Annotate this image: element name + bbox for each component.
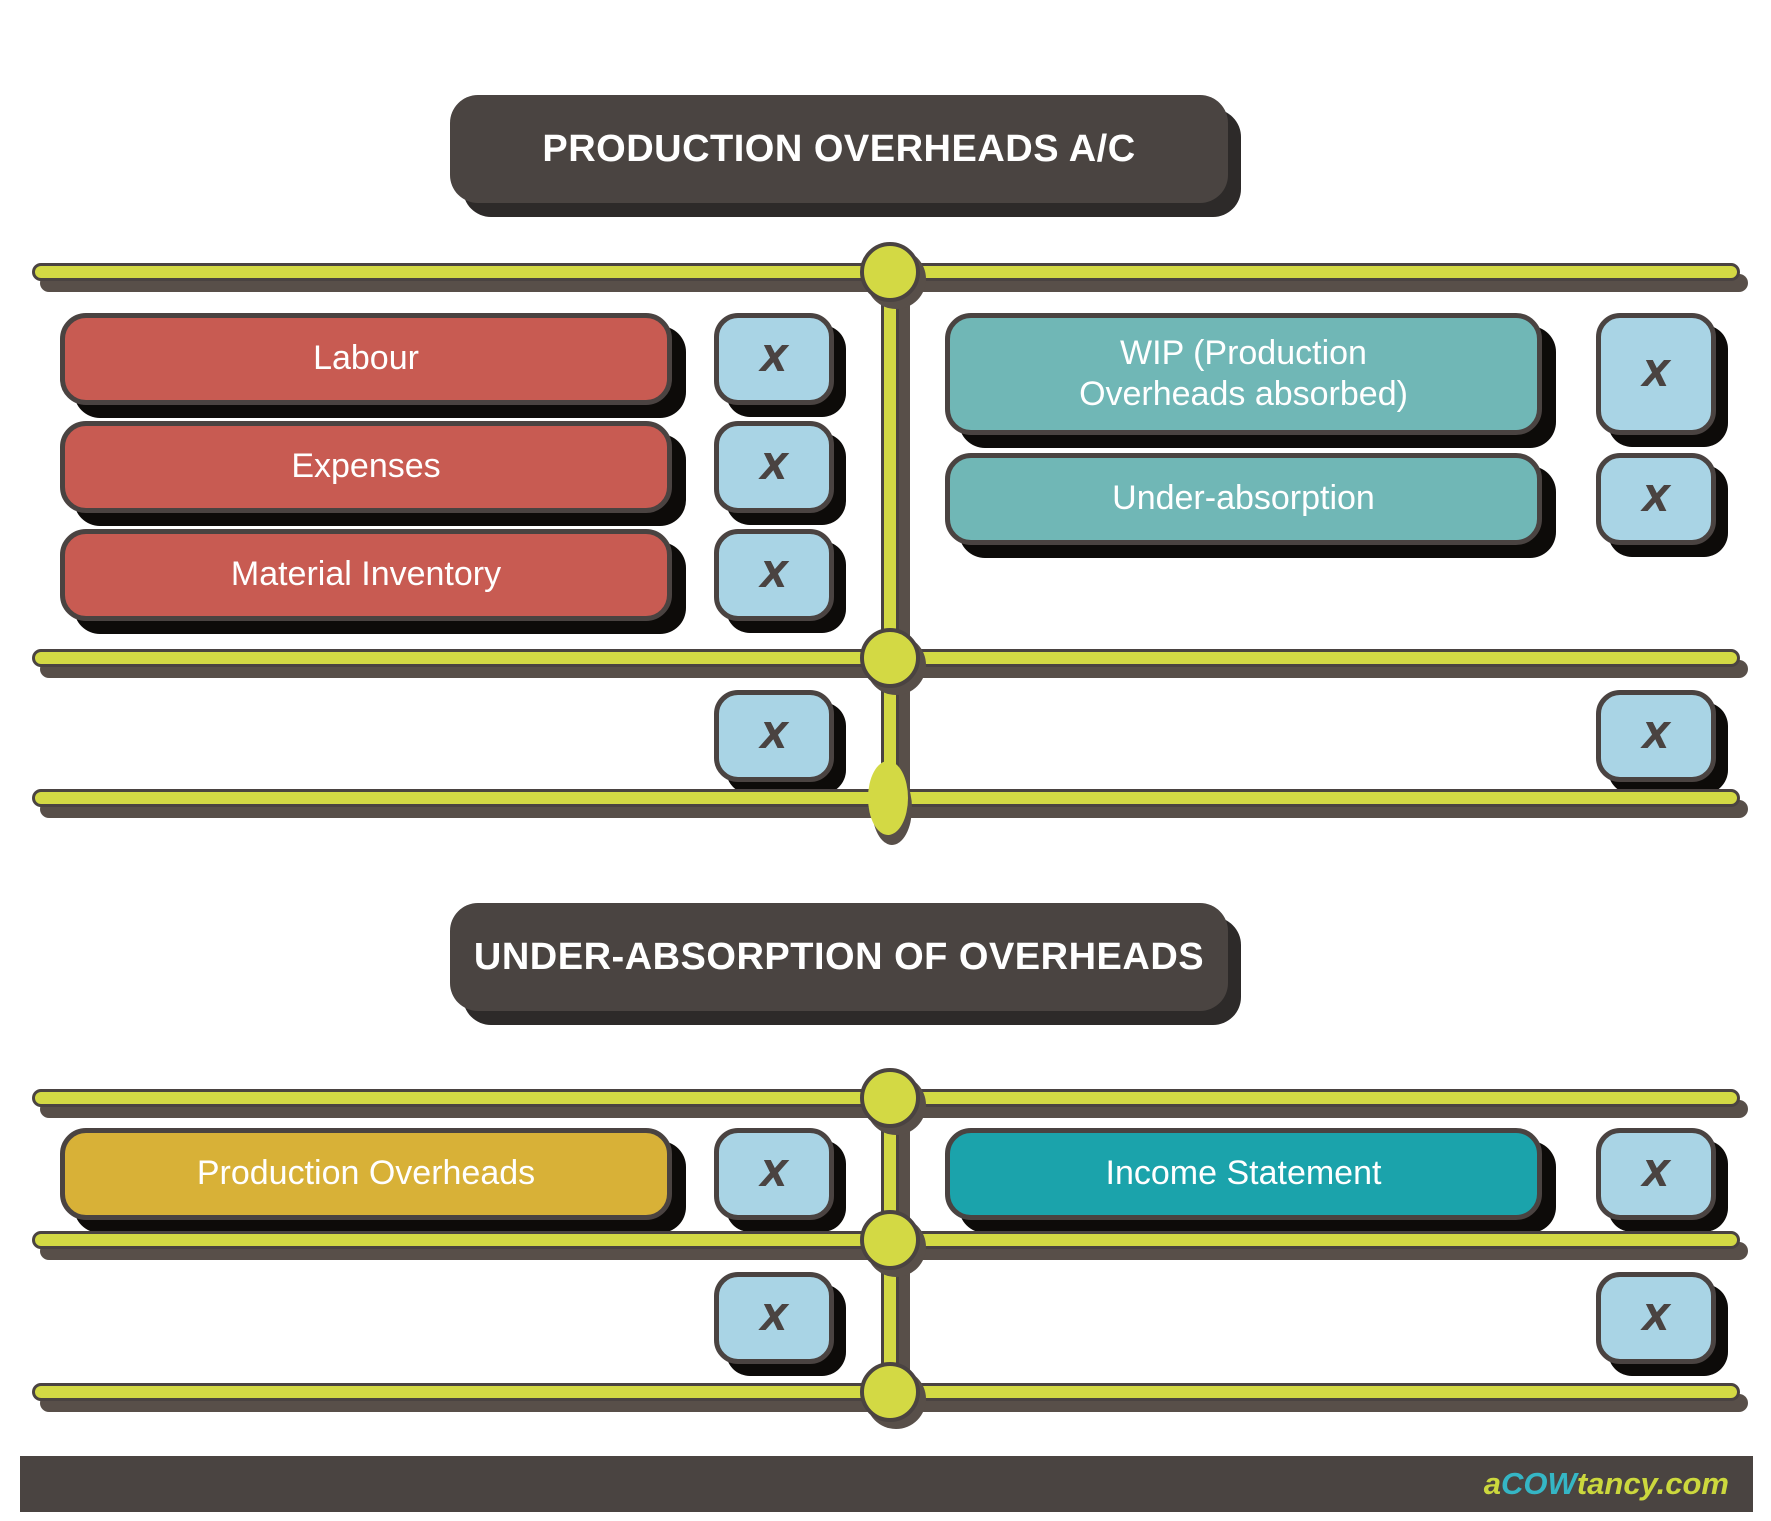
debit-entry-material-inventory: Material Inventory [60, 529, 672, 621]
account1-top-node [860, 242, 920, 302]
logo-prefix: a [1483, 1466, 1502, 1501]
entry-label: Production Overheads [196, 1154, 536, 1193]
amount-value: X [760, 1153, 788, 1195]
amount-value: X [1642, 715, 1670, 757]
account1-credit-total-box: X [1596, 690, 1716, 782]
account2-totals-node [860, 1210, 920, 1270]
account2-debit-total-box: X [714, 1272, 834, 1364]
amount-value: X [1642, 478, 1670, 520]
account1-bottom-endcap [868, 761, 908, 835]
expenses-amount-box: X [714, 421, 834, 513]
wip-amount-box: X [1596, 313, 1716, 435]
amount-value: X [760, 1297, 788, 1339]
account2-credit-total-box: X [1596, 1272, 1716, 1364]
account1-divider [881, 272, 899, 798]
amount-value: X [760, 554, 788, 596]
production-overheads-title: PRODUCTION OVERHEADS A/C [450, 95, 1228, 203]
account2-bottom-node [860, 1362, 920, 1422]
amount-value: X [1642, 1297, 1670, 1339]
logo-suffix: tancy.com [1576, 1466, 1729, 1501]
under-absorption-title: UNDER-ABSORPTION OF OVERHEADS [450, 903, 1228, 1011]
account1-totals-node [860, 628, 920, 688]
under-absorption-amount-box: X [1596, 453, 1716, 545]
entry-label: WIP (Production Overheads absorbed) [1079, 333, 1408, 413]
credit-entry-income-statement: Income Statement [945, 1128, 1542, 1220]
credit-entry-under-absorption: Under-absorption [945, 453, 1542, 545]
income-statement-amount-box: X [1596, 1128, 1716, 1220]
account2-top-node [860, 1068, 920, 1128]
entry-label: Expenses [291, 447, 441, 486]
amount-value: X [760, 446, 788, 488]
amount-value: X [1642, 1153, 1670, 1195]
account-title-text: UNDER-ABSORPTION OF OVERHEADS [473, 935, 1205, 978]
entry-label: Income Statement [1105, 1154, 1382, 1193]
entry-label: Material Inventory [230, 555, 502, 594]
amount-value: X [760, 338, 788, 380]
debit-entry-labour: Labour [60, 313, 672, 405]
labour-amount-box: X [714, 313, 834, 405]
production-overheads-amount-box: X [714, 1128, 834, 1220]
debit-entry-production-overheads: Production Overheads [60, 1128, 672, 1220]
entry-label: Under-absorption [1112, 479, 1375, 518]
amount-value: X [1642, 353, 1670, 395]
account1-debit-total-box: X [714, 690, 834, 782]
entry-label: Labour [313, 339, 419, 378]
material-inventory-amount-box: X [714, 529, 834, 621]
logo-cow: COW [1501, 1466, 1577, 1501]
credit-entry-wip: WIP (Production Overheads absorbed) [945, 313, 1542, 435]
debit-entry-expenses: Expenses [60, 421, 672, 513]
amount-value: X [760, 715, 788, 757]
acowtancy-logo: aCOWtancy.com [1484, 1466, 1729, 1502]
footer-bar: aCOWtancy.com [20, 1456, 1753, 1512]
account-title-text: PRODUCTION OVERHEADS A/C [542, 127, 1136, 170]
